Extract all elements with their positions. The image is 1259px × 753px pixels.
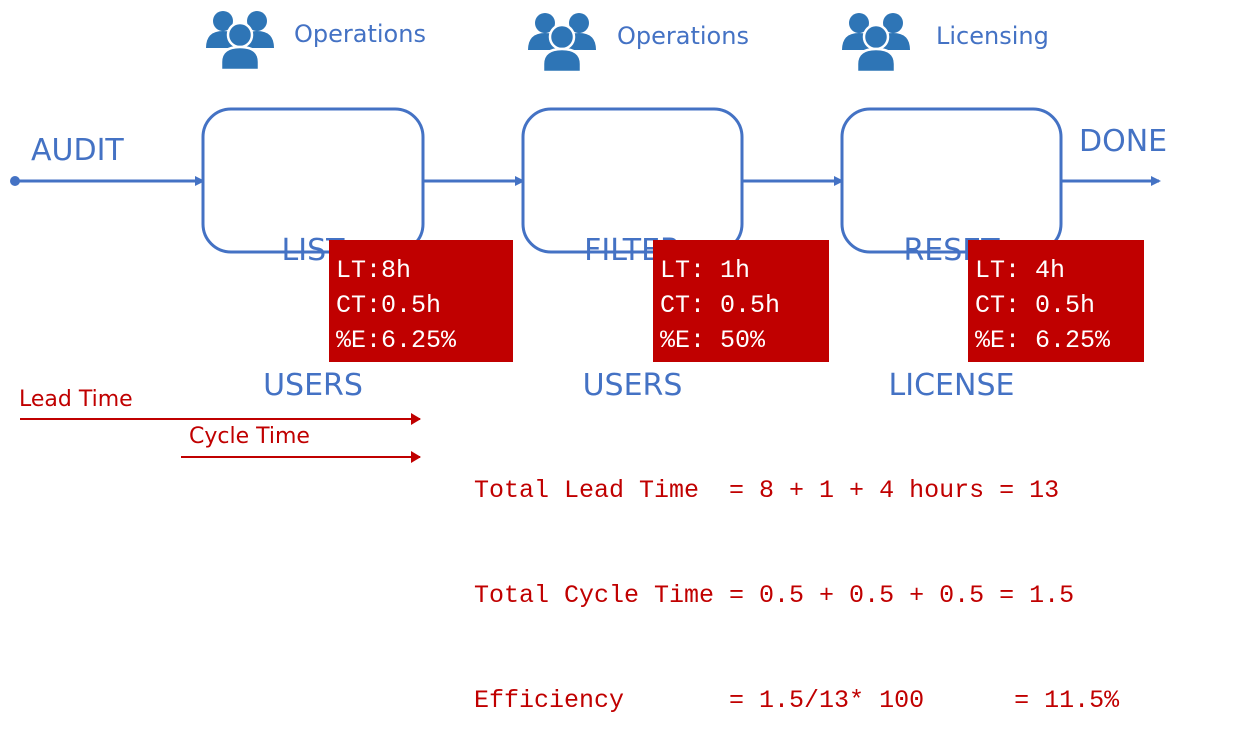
efficiency-value: %E: 50%: [660, 326, 766, 355]
step-label-reset-license: RESET LICENSE: [842, 138, 1061, 453]
lead-time-value: LT:8h: [336, 256, 412, 285]
users-group-icon: [204, 9, 276, 72]
process-box-list-users: [201, 107, 425, 254]
users-group-icon: [840, 11, 912, 74]
total-cycle-time-formula: Total Cycle Time = 0.5 + 0.5 + 0.5 = 1.5: [474, 581, 1075, 610]
lead-time-value: LT: 1h: [660, 256, 751, 285]
cycle-time-legend-label: Cycle Time: [189, 424, 310, 449]
flow-start-label: AUDIT: [31, 133, 124, 168]
process-flow-diagram: [10, 9, 1161, 463]
step-label-filter-users: FILTER USERS: [523, 138, 742, 453]
total-lead-time-formula: Total Lead Time = 8 + 1 + 4 hours = 13: [474, 476, 1060, 505]
process-box-reset-license: [840, 107, 1063, 254]
users-group-icon: [526, 11, 598, 74]
process-box-filter-users: [521, 107, 744, 254]
cycle-time-value: CT:0.5h: [336, 291, 442, 320]
efficiency-formula: Efficiency = 1.5/13* 100 = 11.5%: [474, 686, 1120, 715]
summary-formulas: Total Lead Time = 8 + 1 + 4 hours = 13 T…: [474, 403, 1119, 753]
efficiency-value: %E:6.25%: [336, 326, 457, 355]
lead-time-value: LT: 4h: [975, 256, 1066, 285]
team-label-operations-2: Operations: [617, 22, 749, 50]
step-label-line2: USERS: [582, 368, 683, 403]
step-label-line2: USERS: [263, 368, 363, 403]
metrics-box-reset-license: LT: 4h CT: 0.5h %E: 6.25%: [968, 240, 1144, 362]
cycle-time-value: CT: 0.5h: [660, 291, 781, 320]
flow-end-label: DONE: [1079, 124, 1168, 159]
lead-time-legend-label: Lead Time: [19, 387, 133, 412]
metrics-box-filter-users: LT: 1h CT: 0.5h %E: 50%: [653, 240, 829, 362]
metrics-box-list-users: LT:8h CT:0.5h %E:6.25%: [329, 240, 513, 362]
efficiency-value: %E: 6.25%: [975, 326, 1111, 355]
team-label-operations-1: Operations: [294, 20, 426, 48]
cycle-time-value: CT: 0.5h: [975, 291, 1096, 320]
step-label-line2: LICENSE: [888, 368, 1015, 403]
team-label-licensing: Licensing: [936, 22, 1049, 50]
